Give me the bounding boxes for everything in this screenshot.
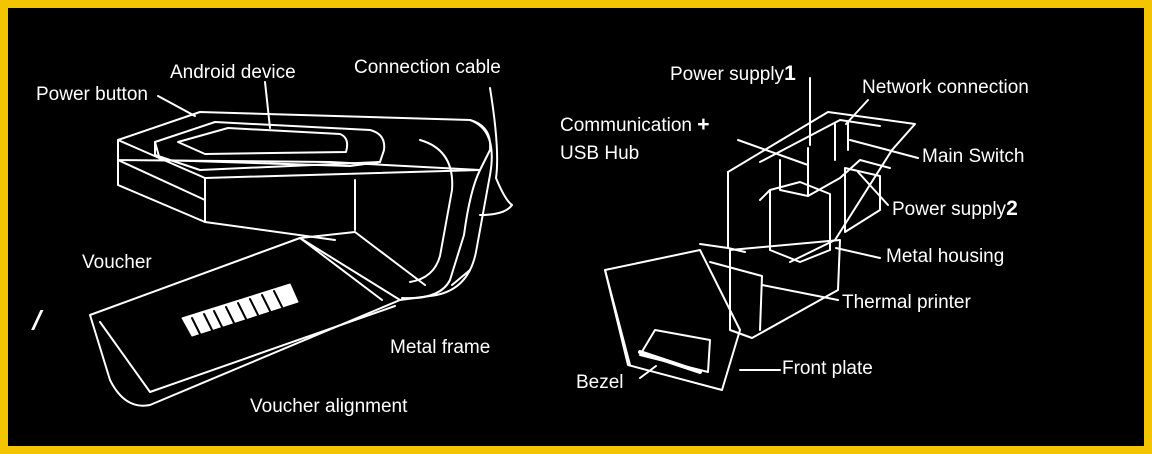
label-main-switch: Main Switch: [922, 146, 1025, 167]
label-android-device: Android device: [170, 62, 296, 83]
label-power-button: Power button: [36, 84, 148, 105]
label-front-plate: Front plate: [782, 358, 873, 379]
modular-unit-illustration: [604, 77, 919, 391]
power-supply-1-text: Power supply: [670, 64, 785, 85]
label-voucher: Voucher: [82, 252, 152, 273]
communication-text: Communication: [560, 115, 692, 136]
label-communication: Communication +: [560, 114, 710, 137]
label-power-supply-2: Power supply2: [892, 198, 1018, 221]
label-thermal-printer: Thermal printer: [842, 292, 971, 313]
kiosk-device-illustration: [89, 81, 513, 407]
label-metal-frame: Metal frame: [390, 337, 491, 358]
label-connection-cable: Connection cable: [354, 57, 501, 78]
label-network-connection: Network connection: [862, 77, 1029, 98]
label-bezel: Bezel: [576, 372, 624, 393]
label-usb-hub: USB Hub: [560, 143, 640, 164]
voucher-barcode: [31, 310, 44, 330]
communication-plus: +: [697, 113, 710, 136]
diagram-panel: [8, 8, 1144, 446]
power-supply-1-number: 1: [784, 62, 796, 85]
label-power-supply-1: Power supply1: [670, 63, 796, 86]
label-voucher-alignment: Voucher alignment: [250, 396, 408, 417]
label-metal-housing: Metal housing: [886, 246, 1005, 267]
power-supply-2-number: 2: [1006, 197, 1018, 220]
power-supply-2-text: Power supply: [892, 199, 1007, 220]
